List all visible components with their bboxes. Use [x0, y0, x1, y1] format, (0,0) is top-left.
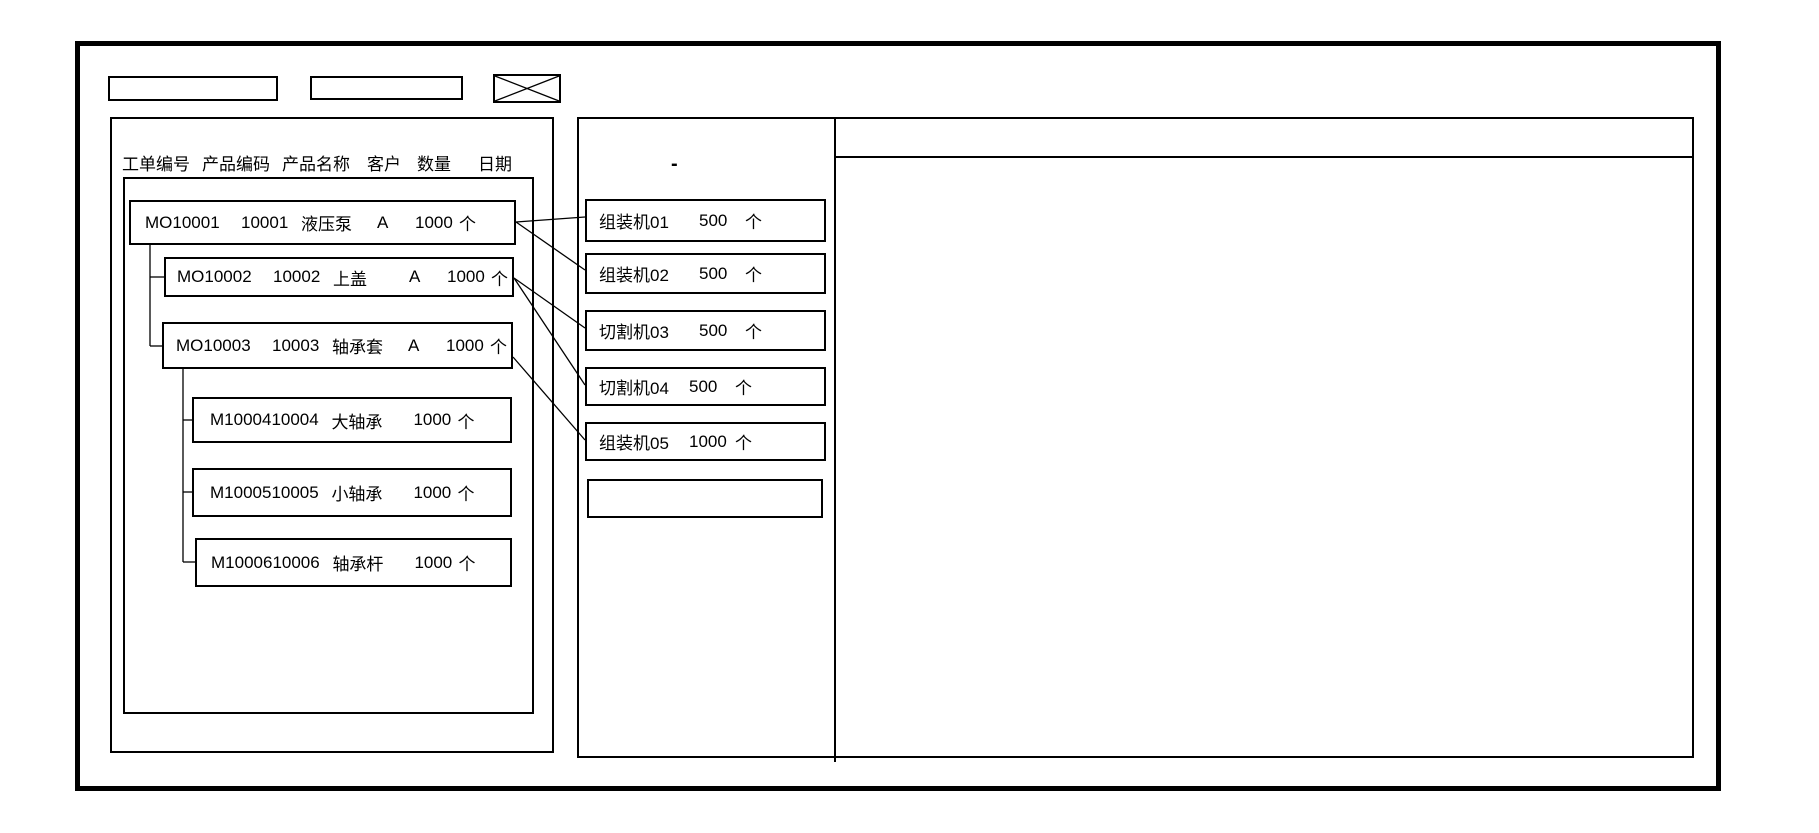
unit: 个: [457, 412, 475, 432]
product-code: 10006: [272, 552, 320, 572]
toolbar-field-2[interactable]: [310, 76, 463, 100]
quantity: 1000: [447, 267, 485, 286]
machine-box-05[interactable]: 组装机05 1000 个: [585, 422, 826, 461]
col-header-date: 日期: [478, 155, 512, 174]
quantity: 1000: [415, 212, 453, 232]
unit: 个: [745, 323, 762, 342]
order-no: MO10003: [176, 335, 251, 355]
product-code: 10002: [273, 267, 321, 286]
machine-name: 组装机01: [599, 213, 669, 232]
unit: 个: [458, 555, 476, 574]
close-button[interactable]: [493, 74, 561, 103]
schedule-canvas-panel: [836, 117, 1694, 758]
dot-mark: -: [671, 153, 678, 175]
machine-qty: 500: [699, 210, 728, 230]
machine-box-01[interactable]: 组装机01 500 个: [585, 199, 826, 242]
col-header-product-code: 产品编码: [202, 155, 270, 174]
panel-divider-line: [834, 117, 836, 762]
customer: A: [408, 335, 420, 355]
work-order-m10004[interactable]: M10004 10004 大轴承 1000 个: [192, 397, 512, 443]
machine-box-empty[interactable]: [587, 479, 823, 518]
order-no: MO10001: [145, 212, 220, 232]
machine-name: 切割机04: [599, 379, 669, 398]
machine-name: 组装机02: [599, 266, 669, 285]
quantity: 1000: [413, 410, 452, 429]
quantity: 1000: [414, 552, 453, 572]
machine-name: 组装机05: [599, 434, 669, 453]
product-name: 小轴承: [331, 485, 383, 504]
product-code: 10001: [241, 212, 289, 232]
machine-box-04[interactable]: 切割机04 500 个: [585, 367, 826, 406]
unit: 个: [491, 269, 508, 289]
unit: 个: [457, 485, 475, 504]
unit: 个: [735, 379, 752, 398]
customer: A: [377, 212, 389, 232]
product-name: 上盖: [333, 269, 367, 289]
work-order-m10006[interactable]: M10006 10006 轴承杆 1000 个: [195, 538, 512, 587]
unit: 个: [745, 213, 762, 232]
work-order-mo10003[interactable]: MO10003 10003 轴承套 A 1000 个: [162, 322, 513, 369]
product-name: 轴承杆: [332, 555, 384, 574]
machine-box-02[interactable]: 组装机02 500 个: [585, 253, 826, 294]
machine-qty: 1000: [689, 431, 727, 451]
customer: A: [409, 267, 421, 286]
work-order-m10005[interactable]: M10005 10005 小轴承 1000 个: [192, 468, 512, 517]
machine-qty: 500: [699, 263, 728, 283]
toolbar-field-1[interactable]: [108, 76, 278, 101]
machine-qty: 500: [699, 320, 728, 340]
col-header-quantity: 数量: [417, 155, 451, 174]
schedule-header-line: [836, 156, 1694, 158]
order-no: M10006: [211, 552, 273, 572]
order-no: M10005: [210, 482, 272, 502]
machine-qty: 500: [689, 376, 718, 396]
unit: 个: [459, 215, 476, 234]
product-name: 大轴承: [331, 412, 383, 432]
product-name: 液压泵: [301, 215, 352, 234]
machine-name: 切割机03: [599, 323, 669, 342]
unit: 个: [490, 338, 507, 357]
product-code: 10004: [271, 410, 319, 429]
col-header-customer: 客户: [367, 155, 401, 174]
quantity: 1000: [413, 482, 452, 502]
col-header-product-name: 产品名称: [282, 155, 350, 174]
col-header-order-no: 工单编号: [122, 155, 190, 174]
order-no: MO10002: [177, 267, 252, 286]
crossed-box-icon: [495, 76, 559, 101]
work-order-mo10002[interactable]: MO10002 10002 上盖 A 1000 个: [164, 257, 514, 297]
product-code: 10005: [271, 482, 319, 502]
quantity: 1000: [446, 335, 484, 355]
product-name: 轴承套: [332, 338, 383, 357]
order-no: M10004: [210, 410, 272, 429]
unit: 个: [745, 266, 762, 285]
work-order-mo10001[interactable]: MO10001 10001 液压泵 A 1000 个: [129, 200, 516, 245]
product-code: 10003: [272, 335, 320, 355]
machine-box-03[interactable]: 切割机03 500 个: [585, 310, 826, 351]
unit: 个: [735, 434, 752, 453]
